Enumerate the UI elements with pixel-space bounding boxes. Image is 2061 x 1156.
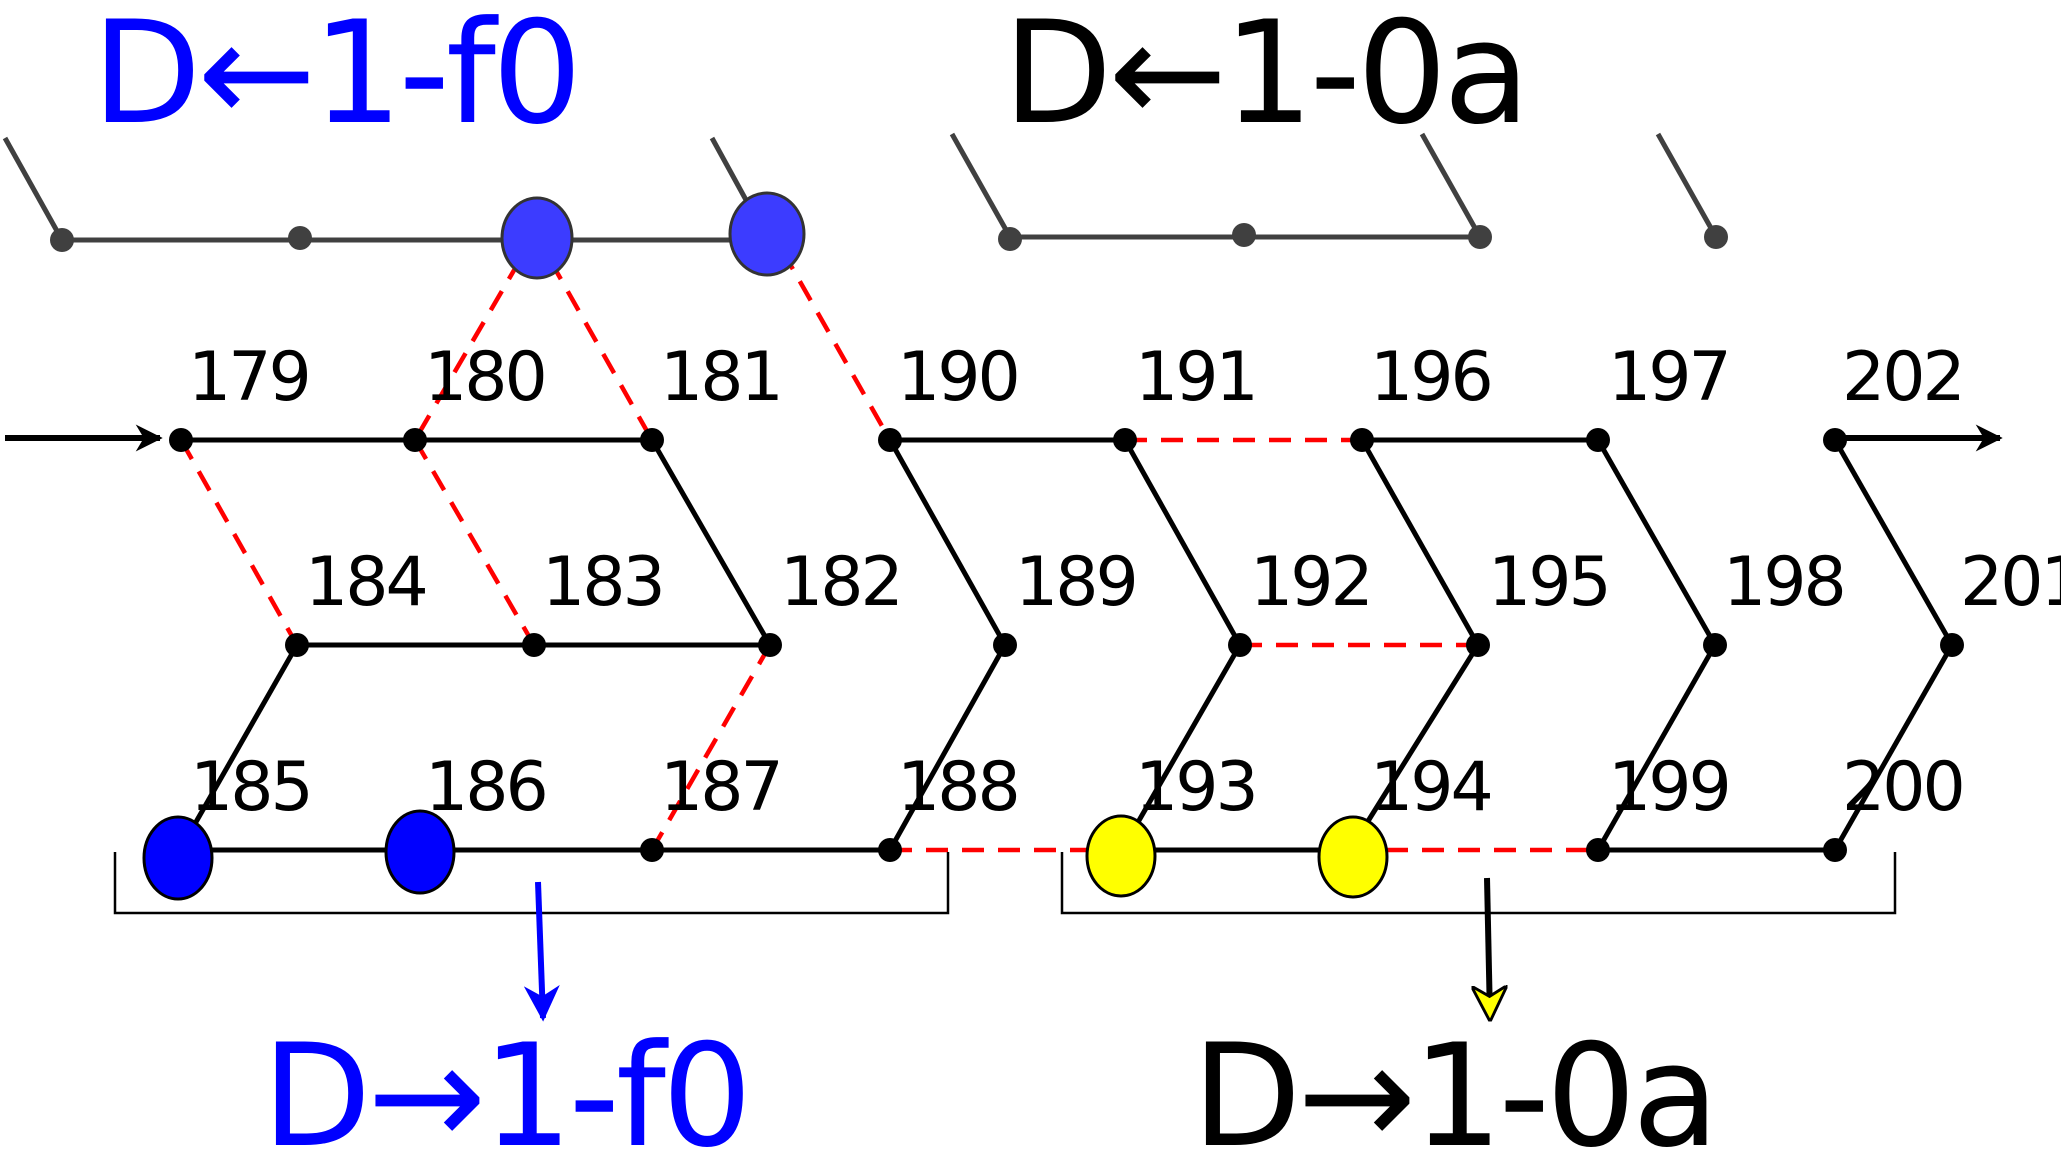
residue-label: 191 — [1135, 338, 1256, 417]
blue-highlighted-residues — [142, 191, 806, 901]
title-bottom-left: D→1-f0 — [262, 1014, 748, 1156]
residue-label: 190 — [897, 338, 1018, 417]
upper-gray-chain-nodes — [50, 223, 1728, 252]
residue-label: 188 — [897, 748, 1018, 827]
residue-label: 182 — [780, 543, 901, 622]
residue-label: 181 — [660, 338, 781, 417]
yellow-down-arrow — [1487, 877, 1490, 1018]
title-top-right: D←1-0a — [1003, 0, 1526, 156]
residue-label: 189 — [1015, 543, 1136, 622]
residue-label: 200 — [1842, 748, 1963, 827]
residue-label: 195 — [1488, 543, 1609, 622]
residue-labels: 179 180 181 190 191 196 197 202 184 183 … — [188, 338, 2061, 827]
residue-label: 194 — [1370, 748, 1491, 827]
residue-label: 196 — [1370, 338, 1491, 417]
residue-label: 185 — [190, 748, 311, 827]
residue-label: 197 — [1608, 338, 1729, 417]
residue-label: 180 — [424, 338, 545, 417]
blue-down-arrow — [523, 881, 560, 1022]
residue-label: 201 — [1960, 543, 2061, 622]
contact-dashed-lines — [179, 248, 1598, 853]
residue-label: 187 — [660, 748, 781, 827]
residue-label: 184 — [305, 543, 426, 622]
residue-label: 198 — [1723, 543, 1844, 622]
residue-label: 183 — [542, 543, 663, 622]
main-chain — [177, 437, 1955, 853]
residue-label: 193 — [1135, 748, 1256, 827]
yellow-highlighted-residues — [1085, 814, 1389, 899]
title-top-left: D←1-f0 — [92, 0, 578, 156]
brackets — [113, 852, 1897, 915]
residue-nodes — [169, 428, 1964, 862]
residue-label: 192 — [1250, 543, 1371, 622]
residue-label: 199 — [1608, 748, 1729, 827]
title-bottom-right: D→1-0a — [1192, 1014, 1715, 1156]
residue-label: 179 — [188, 338, 309, 417]
residue-label: 202 — [1842, 338, 1963, 417]
residue-label: 186 — [425, 748, 546, 827]
